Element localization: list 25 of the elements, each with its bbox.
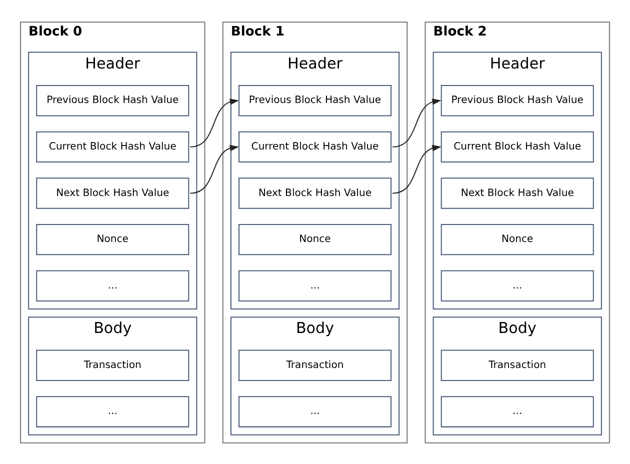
node-box: ... (238, 396, 392, 427)
node-box: Nonce (238, 223, 392, 255)
node-box: Next Block Hash Value (238, 177, 392, 208)
node-box: Nonce (36, 223, 190, 255)
node-box: ... (36, 270, 190, 301)
node-box: Next Block Hash Value (36, 177, 190, 208)
node-box: Previous Block Hash Value (36, 84, 190, 116)
arrow (190, 98, 239, 147)
node-box: Current Block Hash Value (238, 130, 392, 162)
node-box: Nonce (440, 223, 594, 255)
node-box: ... (440, 396, 594, 427)
arrow (392, 144, 442, 194)
node-box: ... (440, 270, 594, 301)
node-box: Previous Block Hash Value (440, 84, 594, 116)
node-box: Current Block Hash Value (440, 130, 594, 162)
node-box: ... (238, 270, 392, 301)
node-box: Transaction (36, 349, 190, 380)
arrow (392, 98, 442, 147)
node-box: Previous Block Hash Value (238, 84, 392, 116)
arrow (190, 144, 239, 194)
node-box: Current Block Hash Value (36, 130, 190, 162)
node-box: Transaction (440, 349, 594, 380)
node-box: Next Block Hash Value (440, 177, 594, 208)
node-box: ... (36, 396, 190, 427)
node-box: Transaction (238, 349, 392, 380)
